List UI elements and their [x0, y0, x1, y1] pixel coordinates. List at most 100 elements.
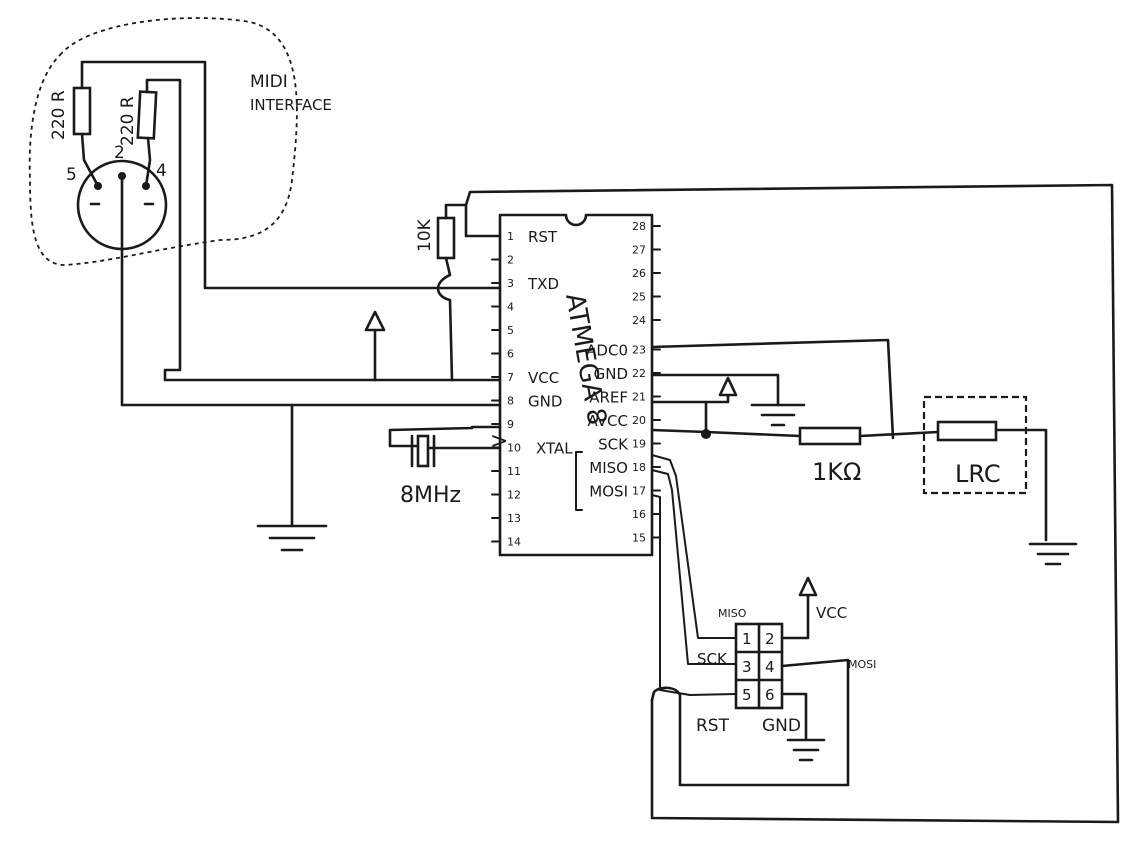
wire-gnd22 — [650, 373, 780, 407]
wire-avcc — [650, 428, 802, 438]
ldr-label: LRC — [955, 460, 1001, 488]
wire-rst — [464, 203, 502, 238]
midi-boundary — [28, 17, 298, 266]
chip-pin-20-name: AVCC — [587, 412, 628, 430]
chip-pin-1-name: RST — [528, 228, 558, 246]
vcc-arrow-isp — [798, 576, 818, 597]
ldr-boundary — [922, 395, 1028, 495]
wire-pin4-r2 — [144, 136, 152, 188]
wire-ldr-gnd — [994, 428, 1048, 542]
chip-pin-23-name: ADC0 — [586, 342, 628, 360]
chip-pin-27-number: 27 — [632, 244, 646, 257]
xtal-brace: > — [490, 429, 508, 454]
chip-pin-6-number: 6 — [507, 348, 514, 361]
chip-pin-19-number: 19 — [632, 438, 646, 451]
wire-pin2-gnd — [120, 174, 502, 407]
resistor-1k — [798, 426, 862, 446]
chip-pin-17-name: MOSI — [589, 483, 628, 501]
crystal-label: 8MHz — [400, 483, 461, 508]
chip-pin-21-name: AREF — [589, 389, 628, 407]
chip-pin-10-number: 10 — [507, 442, 521, 455]
isp-pin2: 2 — [765, 630, 775, 648]
chip-pin-17-number: 17 — [632, 485, 646, 498]
chip-pin-19-name: SCK — [598, 436, 629, 454]
chip-pin-2-number: 2 — [507, 254, 514, 267]
chip-pin-24-number: 24 — [632, 314, 646, 327]
midi-r2-label: 220 R — [118, 96, 138, 146]
isp-pin6: 6 — [765, 686, 775, 704]
wire-xtal1 — [388, 425, 502, 448]
wire-isp-vcc — [780, 593, 810, 640]
wire-miso — [651, 454, 737, 639]
wire-aref-vcc — [704, 393, 730, 404]
isp-mosi-label: MOSI — [848, 658, 876, 671]
chip-pin-12-number: 12 — [507, 489, 521, 502]
chip-pin-25-number: 25 — [632, 291, 646, 304]
wire-isp-mosi-loop — [650, 658, 850, 787]
wire-sck — [651, 469, 737, 665]
crystal-circuit: 8MHz > — [388, 425, 508, 508]
chip-pin-28-number: 28 — [632, 220, 646, 233]
vcc-arrow-aref — [718, 376, 738, 397]
crystal — [416, 434, 430, 468]
wire-mosi — [651, 494, 737, 696]
chip-pin-8-name: GND — [528, 393, 562, 411]
wire-isp-gnd — [780, 692, 808, 740]
chip-pin-22-name: GND — [594, 365, 628, 383]
chip-pin-21-number: 21 — [632, 391, 646, 404]
chip-pin-20-number: 20 — [632, 414, 646, 427]
reset-resistor-label: 10K — [415, 218, 435, 252]
isp-miso-label: MISO — [718, 607, 747, 620]
chip-pin-5-number: 5 — [507, 324, 514, 337]
wire-10k-vcc — [436, 256, 454, 382]
chip-pin-7-name: VCC — [528, 369, 559, 387]
chip-pin-18-name: MISO — [589, 459, 628, 477]
reset-circuit: 10K — [364, 203, 502, 382]
chip-pin-1-number: 1 — [507, 230, 514, 243]
vcc-arrow-left — [364, 310, 386, 332]
resistor-1k-label: 1KΩ — [812, 458, 861, 486]
isp-vcc-label: VCC — [816, 604, 847, 622]
chip-pin-26-number: 26 — [632, 267, 646, 280]
isp-rst-label: RST — [696, 716, 730, 736]
chip-pin-13-number: 13 — [507, 512, 521, 525]
isp-pin4: 4 — [765, 658, 775, 676]
chip-pin-15-number: 15 — [632, 532, 646, 545]
midi-pin5-label: 5 — [66, 165, 77, 185]
midi-r1-label: 220 R — [49, 90, 69, 140]
isp-pin3: 3 — [742, 658, 752, 676]
midi-resistor-r1 — [72, 86, 92, 136]
chip-pin-7-number: 7 — [507, 371, 514, 384]
chip-pin-3-name: TXD — [527, 275, 559, 293]
wire-1k-ldr — [858, 430, 940, 438]
isp-pin1: 1 — [742, 630, 752, 648]
reset-resistor — [436, 216, 456, 260]
chip-pin-22-number: 22 — [632, 367, 646, 380]
isp-gnd-label: GND — [762, 716, 801, 736]
isp-pin5: 5 — [742, 686, 752, 704]
isp-header: 1 2 3 4 5 6 MISO VCC SCK MOSI RST GND — [650, 454, 876, 787]
wire-vcc-loop — [464, 183, 1120, 824]
chip-left-pins: 1 RST 2 3 TXD 4 5 6 7 VCC 8 GND 9 10 XTAL 11 12 13 14 — [491, 228, 573, 549]
chip-pin-3-number: 3 — [507, 277, 514, 290]
chip-pin-16-number: 16 — [632, 508, 646, 521]
junction-avcc — [701, 429, 711, 439]
midi-pin4-label: 4 — [156, 161, 167, 181]
midi-resistor-r2 — [136, 90, 158, 140]
chip-pin-4-number: 4 — [507, 301, 514, 314]
chip-body — [498, 213, 654, 557]
chip-pin-14-number: 14 — [507, 536, 521, 549]
chip-pin-11-number: 11 — [507, 465, 521, 478]
midi-label-line2: INTERFACE — [250, 96, 332, 114]
chip-pin-18-number: 18 — [632, 461, 646, 474]
ldr-element — [936, 420, 998, 442]
isp-sck-label: SCK — [697, 650, 728, 668]
chip-pin-9-number: 9 — [507, 418, 514, 431]
ground-left — [256, 403, 328, 552]
chip-pin-10-name: XTAL — [536, 440, 573, 458]
chip-right-pins: 282726252423ADC022GND21AREF20AVCC19SCK18… — [586, 220, 661, 545]
chip-pin-8-number: 8 — [507, 395, 514, 408]
wire-r1-txd — [80, 60, 502, 290]
wire-10k-top — [444, 203, 468, 220]
